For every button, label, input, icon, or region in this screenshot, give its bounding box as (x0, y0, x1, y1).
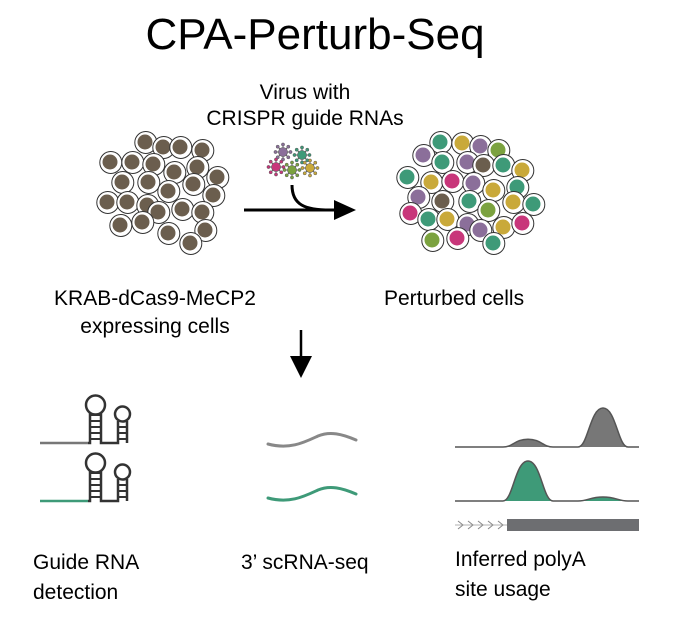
page-title: CPA-Perturb-Seq (145, 10, 485, 59)
perturbed-cell-green (431, 151, 455, 174)
source-cell (191, 201, 215, 224)
guide-rna-hairpin-icon (40, 394, 132, 445)
coverage-track (455, 407, 639, 448)
source-cell (182, 173, 206, 196)
perturbed-cell-purple (412, 144, 436, 167)
guide-rna-detection-caption: Guide RNA detection (33, 548, 139, 608)
source-cell (202, 184, 226, 207)
source-cells-label: KRAB-dCas9-MeCP2 expressing cells (20, 285, 290, 341)
virus-particle-yellow (300, 158, 320, 178)
source-cell (109, 214, 133, 237)
scrna-seq-caption: 3’ scRNA-seq (241, 548, 369, 578)
perturbed-cell-purple (469, 135, 493, 158)
caption-line: detection (33, 581, 119, 604)
perturbed-cell-green (458, 190, 482, 213)
source-cell (179, 232, 203, 255)
perturbed-cell-population (396, 131, 546, 255)
transcript-control-icon (266, 431, 358, 448)
perturbed-cell-green (492, 154, 516, 177)
perturbed-cell-magenta (441, 170, 465, 193)
perturbed-cell-magenta (446, 227, 470, 250)
perturbed-cell-yellow (482, 179, 506, 202)
caption-line: Guide RNA (33, 551, 140, 574)
perturbed-cell-light-green (477, 199, 501, 222)
source-cells-label-line-2: expressing cells (80, 315, 230, 338)
virus-particle-green (292, 145, 312, 165)
source-cell (157, 222, 181, 245)
perturbed-cell-yellow (511, 159, 535, 182)
source-cell (142, 153, 166, 176)
virus-particle-magenta (266, 157, 286, 177)
virus-cluster-icon (266, 142, 320, 180)
perturbed-cell-purple (462, 172, 486, 195)
source-cell (121, 151, 145, 174)
polya-usage-caption: Inferred polyA site usage (455, 545, 586, 605)
source-cell (99, 151, 123, 174)
source-cell (157, 180, 181, 203)
source-cell (191, 139, 215, 162)
perturbed-cell-yellow (436, 208, 460, 231)
perturbed-cell-yellow (502, 191, 526, 214)
source-cell-population (96, 131, 230, 255)
coverage-fill (455, 408, 639, 447)
transcript-perturbed-icon (266, 485, 358, 502)
hairpin-loop (113, 463, 132, 481)
hairpin-loop (113, 405, 132, 423)
source-cell (194, 219, 218, 242)
perturbed-cell-yellow (451, 132, 475, 155)
perturbed-cell-yellow (420, 171, 444, 194)
source-cells-label-line-1: KRAB-dCas9-MeCP2 (54, 287, 256, 310)
source-cell (169, 136, 193, 159)
source-cell (96, 191, 120, 214)
hairpin-loop (84, 394, 107, 416)
perturbed-cell-green (482, 232, 506, 255)
perturbed-cells-label: Perturbed cells (384, 287, 525, 310)
source-cell (171, 198, 195, 221)
source-cell (116, 191, 140, 214)
perturbed-cell-purple (407, 186, 431, 209)
caption-line: 3’ scRNA-seq (241, 551, 369, 574)
transduction-arrow-icon (244, 184, 356, 220)
down-arrow-icon (290, 330, 312, 378)
virus-label-line-1: Virus with (259, 81, 351, 104)
perturbed-cell-light-green (421, 229, 445, 252)
perturbed-cell-magenta (511, 212, 535, 235)
source-cell (137, 171, 161, 194)
source-cell (163, 161, 187, 184)
virus-label-line-2: CRISPR guide RNAs (206, 107, 404, 130)
perturbed-cell-brown (431, 190, 455, 213)
perturbed-cell-magenta (399, 202, 423, 225)
exon-bar (507, 519, 639, 531)
hairpin-loop (84, 452, 107, 474)
perturbed-cell-green (396, 166, 420, 189)
source-cell (186, 156, 210, 179)
perturbed-cell-green (429, 131, 453, 154)
source-cell (206, 166, 230, 189)
virus-label: Virus with CRISPR guide RNAs (180, 80, 430, 132)
coverage-track (455, 460, 639, 502)
virus-particle-light-green (282, 160, 302, 180)
caption-line: Inferred polyA (455, 548, 586, 571)
source-cell (111, 171, 135, 194)
guide-rna-hairpin-icon-perturbed (40, 452, 132, 503)
polya-peaks-icon (455, 407, 639, 531)
caption-line: site usage (455, 578, 551, 601)
perturbed-cell-green (522, 193, 546, 216)
source-cell (131, 211, 155, 234)
